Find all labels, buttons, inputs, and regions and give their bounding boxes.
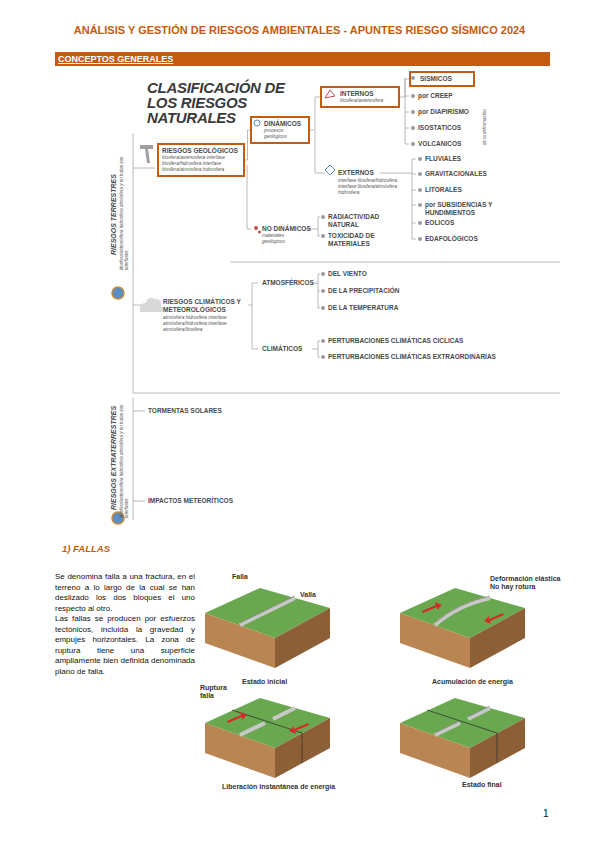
sub-label: atmósfera hidrosfera interfase atmósfera…: [163, 315, 253, 333]
item-label: GRAVITACIONALES: [425, 170, 487, 178]
block-side: [275, 608, 330, 668]
static-icon: [254, 226, 261, 234]
fault-block: [400, 588, 525, 668]
item-label: EDAFOLÓGICOS: [425, 235, 478, 243]
fence-outline: [435, 706, 490, 733]
axis-label: RIESGOS TERRESTRES: [110, 160, 117, 255]
paragraph: Se denomina falla a una fractura, en el …: [55, 572, 195, 614]
fence: [240, 708, 295, 735]
figure-label: Liberación instantánea de energía: [222, 783, 335, 791]
stress-arrow: [484, 613, 504, 624]
stress-arrow: [422, 602, 442, 613]
stress-arrow: [227, 712, 247, 723]
node-text: RIESGOS GEOLÓGICOS: [162, 147, 240, 155]
block-side: [205, 723, 275, 778]
item-label: por SUBSIDENCIAS Y HUNDIMIENTOS: [425, 201, 500, 217]
globe-icon: [112, 287, 124, 299]
fence: [240, 598, 295, 625]
node-text: litosfera/astenosfera interfase litosfer…: [162, 155, 240, 173]
item-label: RADIACTIVIDAD NATURAL: [328, 213, 386, 229]
section-band: CONCEPTOS GENERALES: [55, 52, 550, 66]
external-icon: [325, 165, 335, 175]
item-label: RIESGOS CLIMÁTICOS Y METEOROLÓGICOS: [163, 298, 253, 314]
item-label: ISOSTATICOS: [418, 124, 461, 132]
node-text: procesos geológicos: [264, 128, 305, 140]
fence-outline: [240, 596, 295, 623]
node-text: CONCEPTOS GENERALES: [58, 53, 547, 65]
figure-label: Deformación elástica No hay rotura: [490, 575, 570, 591]
fence: [435, 708, 490, 735]
sub-label: interfase litosfera/hidrosfera interfase…: [338, 178, 413, 196]
section-heading: 1) FALLAS: [62, 543, 110, 554]
item-label: EXTERNOS: [338, 169, 374, 177]
rupture-outline: [201, 694, 326, 719]
diagram-title: CLASIFICACIÓN DE LOS RIESGOS NATURALES: [147, 80, 317, 125]
item-label: VOLCANICOS: [418, 140, 461, 148]
figure-label: Valla: [300, 591, 316, 599]
internal-icon: [325, 90, 335, 98]
item-label: FLUVIALES: [425, 155, 461, 163]
item-label: IMPACTOS METEORÍTICOS: [148, 497, 233, 505]
item-label: CLIMÁTICOS: [262, 345, 302, 353]
node-text: litosfera/astenosfera: [340, 98, 395, 104]
item-label: ATMOSFÉRICOS: [262, 279, 314, 287]
item-label: PERTURBACIONES CLIMÁTICAS CICLICAS: [328, 337, 463, 345]
figure-label: Falla: [232, 573, 248, 581]
item-label: DE LA TEMPERATURA: [328, 304, 398, 312]
category-box: DINÁMICOSprocesos geológicos: [250, 116, 310, 144]
node-text: INTERNOS: [340, 90, 395, 98]
fence: [435, 598, 490, 625]
item-label: por DIAPIRISMO: [418, 108, 469, 116]
block-side: [400, 613, 470, 668]
category-box: INTERNOSlitosfera/astenosfera: [320, 86, 400, 108]
fault-block: [205, 588, 330, 668]
figure-label: Estado inicial: [242, 678, 287, 686]
item-label: PERTURBACIONES CLIMÁTICAS EXTRAORDINARIA…: [328, 353, 496, 361]
axis-sublabel: de la deformación: [482, 70, 487, 145]
axis-sublabel: litosfera/astenosfera hidrosfera atmósfe…: [119, 140, 129, 270]
fault-line: [427, 710, 497, 763]
fault-block: [400, 698, 525, 778]
node-text: SISMICOS: [420, 75, 470, 83]
item-label: EOLICOS: [425, 219, 454, 227]
category-box: RIESGOS GEOLÓGICOSlitosfera/astenosfera …: [157, 143, 245, 177]
cloud-icon: [140, 298, 164, 312]
item-label: NO DINÁMICOS: [262, 225, 311, 233]
hammer-icon: [140, 145, 153, 163]
block-side: [205, 613, 275, 668]
block-side: [400, 723, 470, 778]
fence-outline: [435, 596, 490, 623]
item-label: DEL VIENTO: [328, 270, 367, 278]
stress-arrow: [289, 723, 309, 734]
item-label: LITORALES: [425, 186, 462, 194]
figure-label: Ruptura falla: [200, 684, 238, 700]
paragraph: Las fallas se producen por esfuerzos tec…: [55, 614, 195, 677]
tree-connector: [245, 130, 250, 160]
tree-connector: [310, 97, 320, 130]
axis-sublabel: litosfera/astenosfera hidrosfera atmósfe…: [119, 398, 129, 518]
sub-label: materiales geológicos: [262, 233, 302, 245]
dynamic-icon: [254, 120, 260, 126]
page-header: ANÁLISIS Y GESTIÓN DE RIESGOS AMBIENTALE…: [0, 24, 599, 36]
axis-label: RIESGOS EXTRATERRESTRES: [110, 400, 117, 510]
node-text: DINÁMICOS: [264, 120, 305, 128]
tree-lines: [133, 78, 560, 520]
tree-connector: [400, 79, 409, 97]
item-label: TOXICIDAD DE MATERIALES: [328, 232, 384, 248]
category-box: SISMICOS: [409, 71, 475, 87]
page-number: 1: [543, 808, 549, 819]
item-label: TORMENTAS SOLARES: [148, 407, 222, 415]
figure-label: Estado final: [462, 781, 502, 789]
item-label: por CREEP: [418, 92, 453, 100]
figure-label: Acumulación de energía: [432, 678, 513, 686]
item-label: DE LA PRECIPITACIÓN: [328, 287, 400, 295]
block-side: [470, 608, 525, 668]
fault-block: [201, 694, 330, 778]
bullet-dots: [321, 76, 422, 359]
